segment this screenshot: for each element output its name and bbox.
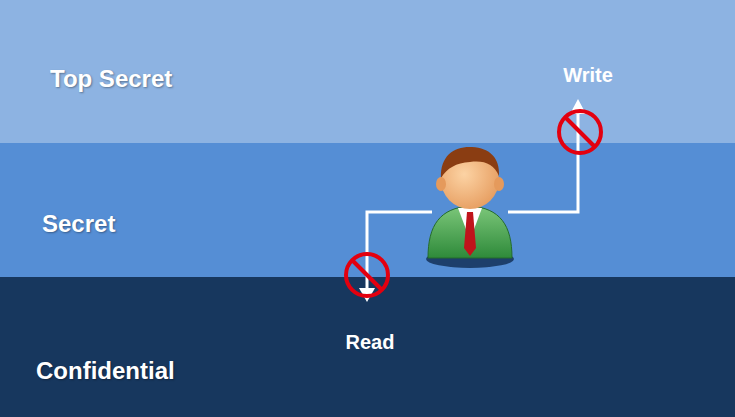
ear	[494, 177, 504, 191]
action-label: Read	[346, 331, 395, 354]
security-level-band: Top Secret	[0, 0, 735, 143]
suit	[428, 206, 512, 258]
prohibition-symbol	[559, 111, 601, 153]
level-name: Top Secret	[50, 65, 172, 93]
level-name: Secret	[42, 210, 115, 238]
tie	[464, 212, 476, 256]
action-label: Write	[563, 64, 613, 87]
hair	[441, 147, 499, 178]
read-path	[367, 212, 432, 292]
ear	[436, 177, 446, 191]
prohibition-symbol	[346, 254, 388, 296]
level-name: Confidential	[36, 357, 175, 385]
write-path	[508, 110, 578, 212]
